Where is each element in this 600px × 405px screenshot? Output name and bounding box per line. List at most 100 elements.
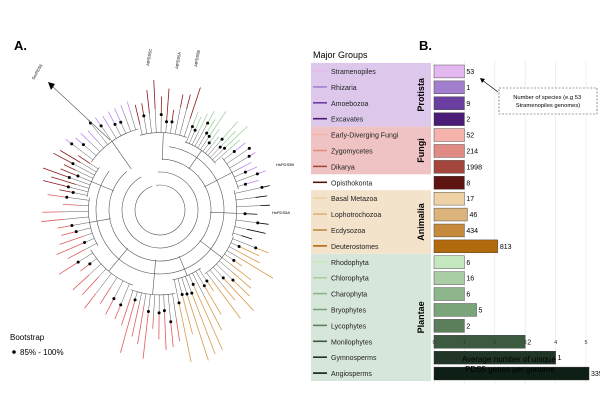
tree-leaf-branch [225,126,248,148]
tree-branch [235,227,247,230]
bootstrap-node [165,120,168,123]
category-label: Excavates [331,117,364,124]
tree-branch [192,131,199,144]
tree-leaf-branch [53,153,73,163]
category-label: Angiosperms [331,371,372,378]
tree-branch [52,86,110,140]
bootstrap-node [72,191,75,194]
category-label: Monilophytes [331,339,373,346]
species-count-label: 8 [466,180,470,187]
category-label: Amoebozoa [331,101,368,108]
bar [434,288,464,301]
tree-leaf-branch [138,305,145,344]
tree-branch [213,267,223,278]
tree-branch [85,238,95,242]
tree-branch [121,284,130,305]
bootstrap-node [70,142,73,145]
x-tick-label: 1 [463,340,466,346]
tree-branch [90,219,111,223]
bootstrap-node [170,120,173,123]
bar [434,256,464,269]
tree-leaf-branch [41,219,63,221]
tree-branch [162,133,163,160]
tree-branch [233,239,256,248]
tree-leaf-branch [61,232,76,236]
bootstrap-node [205,132,208,135]
tree-branch [186,127,192,143]
tree-leaf-branch [73,275,89,290]
tree-leaf-branch [193,284,222,349]
bootstrap-node [208,135,211,138]
tree-leaf-branch [209,129,219,143]
tree-branch [153,295,154,317]
x-tick-label: 2 [493,340,496,346]
tree-leaf-branch [132,305,139,337]
bar [434,272,464,285]
tree-leaf-branch [103,116,111,129]
tree-branch [230,156,250,168]
bar [434,113,464,126]
tree-leaf-branch [190,88,200,119]
bar [434,160,464,173]
tree-branch [62,211,89,212]
tree-branch [182,278,187,294]
x-tick-label: 3 [524,340,527,346]
tree-branch [76,228,90,232]
tree-branch [174,280,179,303]
bootstrap-node [185,292,188,295]
tree-leaf-branch [108,112,115,125]
bootstrap-node [67,185,70,188]
tree-branch [233,233,241,236]
bootstrap-node [191,125,194,128]
clade-label-hspds5a: HsPDS5A [272,210,290,215]
tree-leaf-branch [60,150,80,162]
tree-leaf-branch [233,280,250,296]
tree-leaf-branch [115,305,121,319]
tree-branch [92,182,114,191]
x-axis-label-line-2: PDS5 genes per genome [465,365,555,374]
category-label: Lycophytes [331,323,367,330]
bar [434,97,464,110]
x-tick-label: 5 [584,340,587,346]
clade-labels: SccPDS5 AtPDS5C AtPDS5A AtPDS5B HsPDS5B … [31,48,295,215]
bootstrap-node [231,279,234,282]
bootstrap-node [88,262,91,265]
tree-branch [73,164,95,176]
tree-branch [139,293,142,305]
annotation-box [499,88,597,114]
tree-leaf-branch [95,118,101,126]
tree-branch [69,177,90,184]
tree-backbone-arc [96,147,224,274]
tree-leaf-branch [176,318,179,341]
bootstrap-node [256,221,259,224]
bootstrap-node [223,147,226,150]
species-count-label: 16 [466,276,474,283]
bootstrap-node [221,138,224,141]
tree-branch [179,256,187,275]
bootstrap-node [82,143,85,146]
bootstrap-node [248,147,251,150]
tree-branch [175,107,180,134]
tree-branch [90,123,107,145]
bar [434,65,464,78]
tree-branch [73,193,87,196]
bootstrap-node [112,297,115,300]
tree-branch [207,273,213,281]
tree-branch [227,148,250,164]
tree-branch [153,260,156,295]
annotation-line-1: Number of species (e.g 53 [513,95,581,101]
species-count-label: 214 [466,149,478,156]
tree-branch [67,197,89,200]
tree-branch [184,118,190,136]
tree-leaf-branch [182,294,192,334]
tree-leaf-branch [57,226,72,229]
tree-branch [111,129,117,139]
tree-branch [140,125,142,135]
tree-leaf-branch [43,180,68,186]
species-count-label: 1998 [466,164,482,171]
bootstrap-node [256,172,259,175]
tree-branch [79,205,89,206]
tree-leaf-branch [48,195,67,198]
tree-branch [84,233,92,236]
